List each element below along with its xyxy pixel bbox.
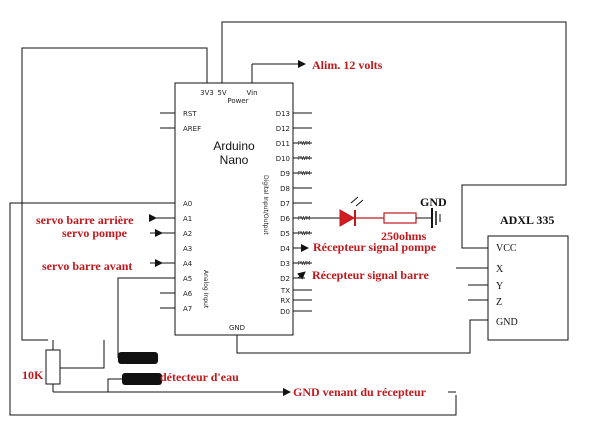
pin-d5: D5 bbox=[280, 230, 290, 238]
board-title-2: Nano bbox=[220, 153, 249, 167]
pwm-d5: PWM bbox=[298, 231, 310, 237]
adxl-pin-x: X bbox=[496, 264, 504, 275]
arduino-board bbox=[174, 82, 294, 336]
servo-barre-arriere-label: servo barre arrière bbox=[36, 213, 134, 227]
pin-a6: A6 bbox=[183, 290, 193, 298]
pin-rst: RST bbox=[183, 110, 197, 118]
pin-d3: D3 bbox=[280, 260, 290, 268]
pin-gnd: GND bbox=[229, 324, 245, 332]
pin-a0: A0 bbox=[183, 200, 192, 208]
pin-5v: 5V bbox=[217, 89, 226, 97]
pin-tx: TX bbox=[280, 287, 290, 295]
alim-label: Alim. 12 volts bbox=[312, 58, 383, 72]
analog-input-label: Analog Input bbox=[202, 270, 209, 309]
gnd-top-label: GND bbox=[420, 195, 447, 209]
resistor-label: 250ohms bbox=[381, 229, 427, 243]
pin-3v3: 3V3 bbox=[200, 89, 214, 97]
adxl-title: ADXL 335 bbox=[500, 213, 554, 227]
recepteur-barre-label: Récepteur signal barre bbox=[312, 268, 430, 282]
board-title-1: Arduino bbox=[213, 139, 255, 153]
pin-d13: D13 bbox=[276, 110, 290, 118]
pwm-d3: PWM bbox=[298, 261, 310, 267]
pin-d9: D9 bbox=[280, 170, 290, 178]
pwm-d6: PWM bbox=[298, 216, 310, 222]
pin-d6: D6 bbox=[280, 215, 290, 223]
pin-d2: D2 bbox=[280, 275, 290, 283]
pot-label: 10K bbox=[22, 368, 44, 382]
pin-a5: A5 bbox=[183, 275, 192, 283]
adxl-pin-y: Y bbox=[496, 281, 503, 292]
servo-barre-avant-label: servo barre avant bbox=[42, 259, 132, 273]
pin-d11: D11 bbox=[276, 140, 290, 148]
water-probe-top bbox=[118, 352, 158, 364]
pin-d10: D10 bbox=[276, 155, 290, 163]
digital-io-label: Digital Input/Output bbox=[262, 175, 269, 235]
pin-d8: D8 bbox=[280, 185, 290, 193]
power-label: Power bbox=[227, 97, 248, 105]
right-pins: D13 D12 D11 D10 D9 D8 D7 D6 D5 D4 D3 D2 … bbox=[276, 110, 291, 316]
adxl-pin-z: Z bbox=[496, 297, 502, 308]
led-icon bbox=[339, 209, 356, 227]
pin-d7: D7 bbox=[280, 200, 290, 208]
pin-rx: RX bbox=[280, 297, 290, 305]
water-probe-bottom bbox=[122, 373, 162, 385]
gnd-recepteur-label: GND venant du récepteur bbox=[293, 385, 427, 399]
pin-d12: D12 bbox=[276, 125, 290, 133]
servo-pompe-label: servo pompe bbox=[62, 226, 128, 240]
adxl-pin-vcc: VCC bbox=[496, 243, 517, 254]
adxl-pin-gnd: GND bbox=[496, 317, 518, 328]
pwm-d10: PWM bbox=[298, 156, 310, 162]
pin-aref: AREF bbox=[183, 125, 201, 133]
pin-a7: A7 bbox=[183, 305, 192, 313]
pin-d0: D0 bbox=[280, 308, 290, 316]
pin-vin: Vin bbox=[246, 89, 257, 97]
pin-a3: A3 bbox=[183, 245, 192, 253]
pin-a1: A1 bbox=[183, 215, 192, 223]
potentiometer bbox=[45, 349, 61, 385]
left-pins: RST AREF A0 A1 A2 A3 A4 A5 A6 A7 bbox=[183, 110, 201, 313]
pin-d4: D4 bbox=[280, 245, 290, 253]
resistor-250 bbox=[383, 212, 417, 224]
pwm-d9: PWM bbox=[298, 171, 310, 177]
recepteur-pompe-label: Récepteur signal pompe bbox=[313, 240, 437, 254]
pin-a2: A2 bbox=[183, 230, 192, 238]
adxl-module bbox=[487, 235, 569, 341]
pin-a4: A4 bbox=[183, 260, 193, 268]
detecteur-eau-label: détecteur d'eau bbox=[160, 370, 239, 384]
pwm-d11: PWM bbox=[298, 141, 310, 147]
